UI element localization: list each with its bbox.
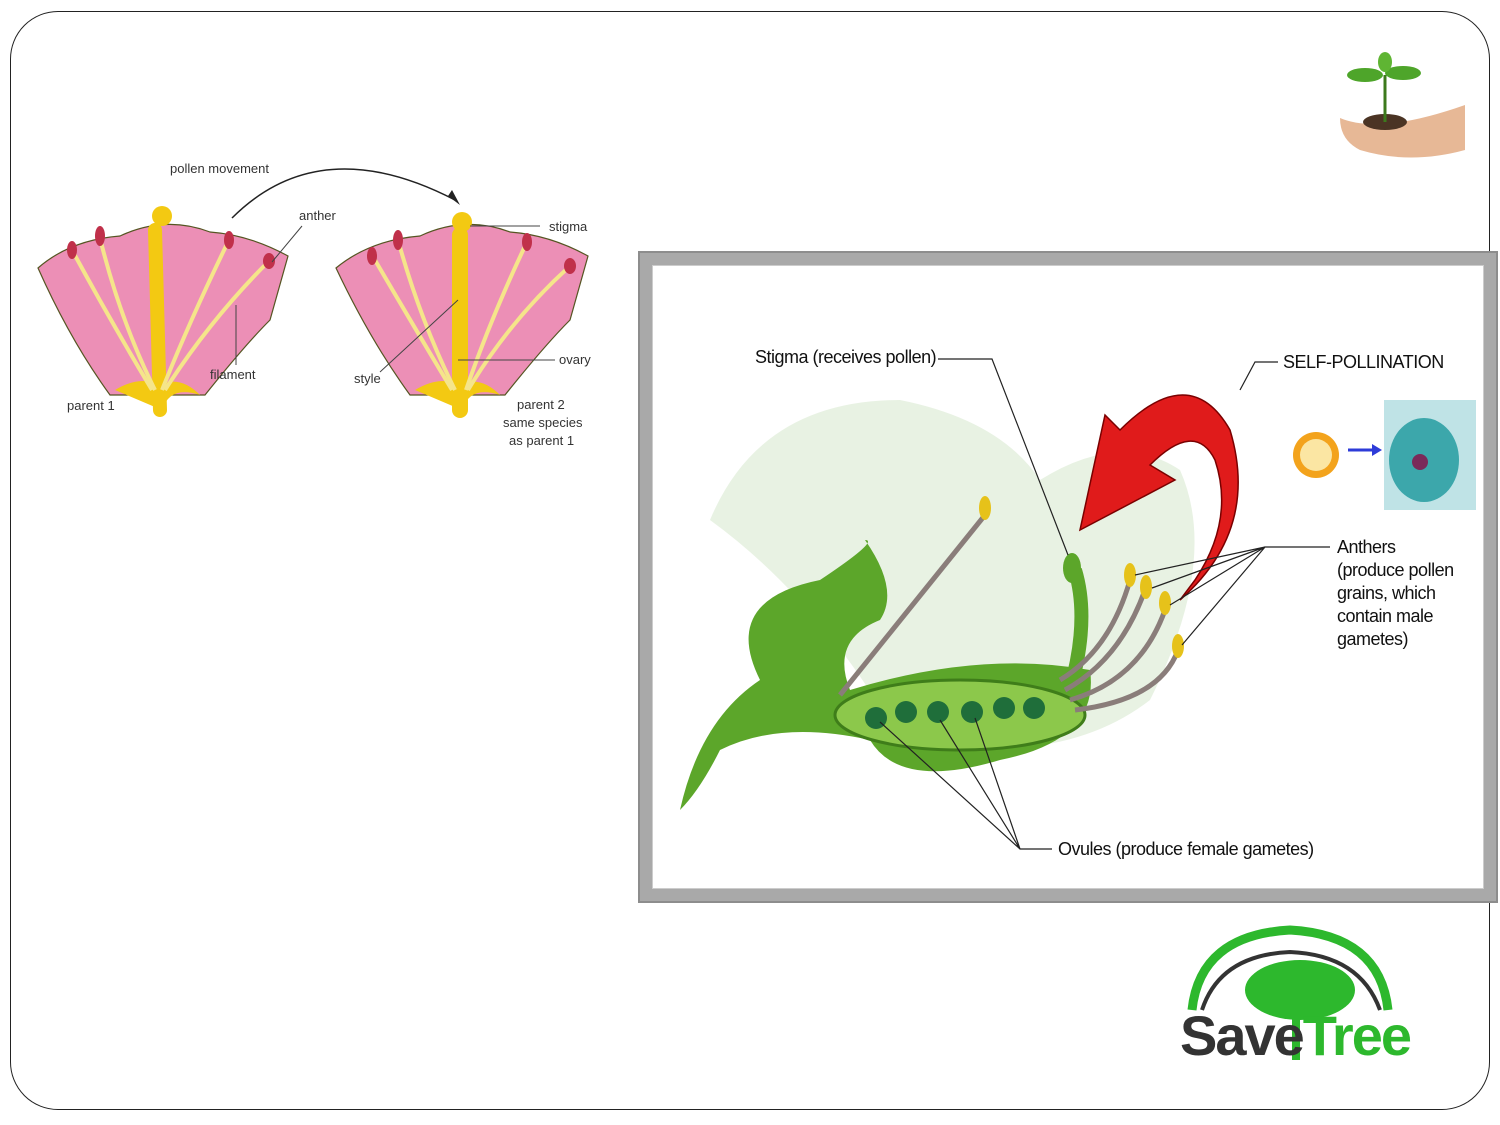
- label-anthers-line2: (produce pollen: [1337, 560, 1454, 580]
- label-stigma: stigma: [549, 219, 588, 234]
- label-anthers-line3: grains, which: [1337, 583, 1436, 603]
- pollen-to-cell-illustration: [1293, 400, 1476, 510]
- label-parent-2: parent 2: [517, 397, 565, 412]
- flower-parent-2: [335, 212, 589, 418]
- self-pollination-flower: [680, 358, 1476, 850]
- flower-parent-1: [37, 168, 460, 417]
- leader-lines: [879, 358, 1330, 850]
- logo-tree: Tree: [1302, 1004, 1412, 1067]
- label-anthers-line5: gametes): [1337, 629, 1409, 649]
- self-pollination-arrow: [1078, 394, 1239, 601]
- label-as-parent-1: as parent 1: [509, 433, 575, 448]
- label-same-species: same species: [503, 415, 583, 430]
- label-filament: filament: [210, 367, 256, 382]
- label-ovules: Ovules (produce female gametes): [1058, 839, 1314, 859]
- label-anthers: Anthers: [1337, 537, 1396, 557]
- label-style: style: [354, 371, 381, 386]
- label-parent-1: parent 1: [67, 398, 115, 413]
- save-tree-logo: SaveTree: [1180, 1003, 1412, 1068]
- pollen-movement-arrow: [231, 168, 456, 219]
- plant-in-hands-icon: [1340, 52, 1465, 158]
- label-self-pollination: SELF-POLLINATION: [1283, 352, 1444, 372]
- label-anthers-line4: contain male: [1337, 606, 1434, 626]
- label-anther: anther: [299, 208, 336, 223]
- logo-save: Save: [1180, 1004, 1305, 1067]
- tree-logo-icon: [1187, 925, 1393, 1060]
- label-pollen-movement: pollen movement: [170, 161, 269, 176]
- label-ovary: ovary: [559, 352, 591, 367]
- ovules: [865, 697, 1045, 729]
- label-stigma-receives-pollen: Stigma (receives pollen): [755, 347, 937, 367]
